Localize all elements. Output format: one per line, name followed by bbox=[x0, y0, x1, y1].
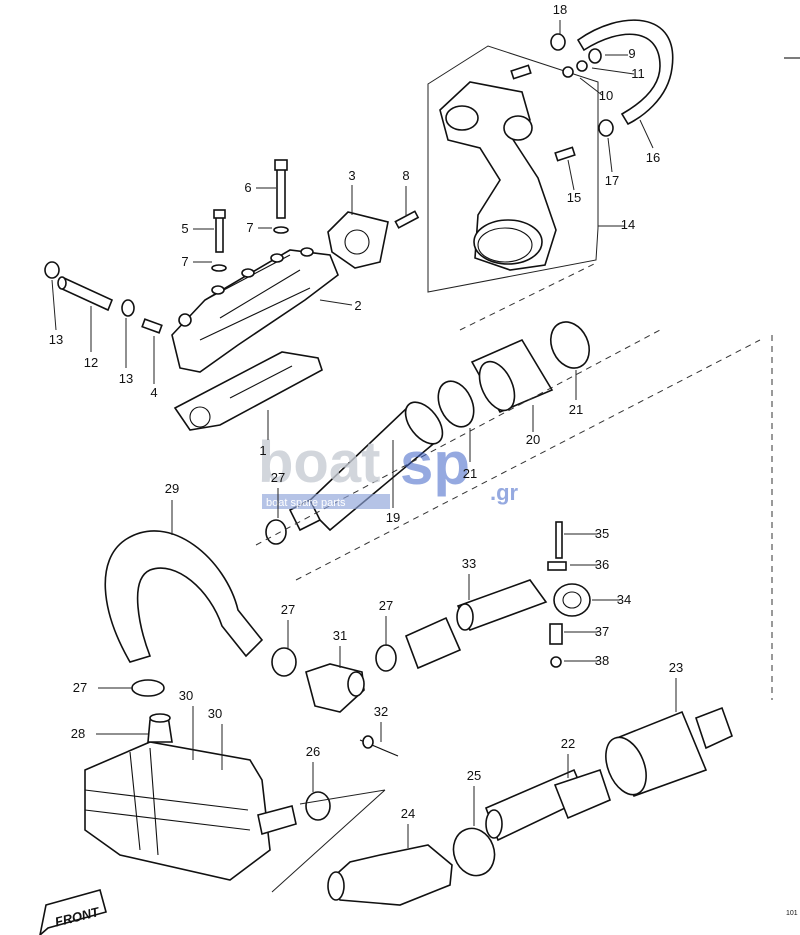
callout-label: 18 bbox=[553, 2, 567, 17]
water-hose-curved bbox=[576, 19, 674, 126]
callout-label: 30 bbox=[208, 706, 222, 721]
callout-label: 19 bbox=[386, 510, 400, 525]
callout-label: 33 bbox=[462, 556, 476, 571]
callout-label: 12 bbox=[84, 355, 98, 370]
callout-leader bbox=[607, 137, 613, 173]
callout-label: 13 bbox=[49, 332, 63, 347]
callout-label: 7 bbox=[181, 254, 188, 269]
callout-label: 37 bbox=[595, 624, 609, 639]
part-callouts: 1234567789101112131314151617181920212122… bbox=[49, 2, 683, 848]
callout-label: 27 bbox=[281, 602, 295, 617]
callout-leader bbox=[579, 77, 603, 96]
bolts bbox=[141, 159, 420, 334]
callout-label: 2 bbox=[354, 298, 361, 313]
watermark-tagline: boat spare parts bbox=[266, 497, 346, 509]
callout-leader bbox=[567, 159, 575, 191]
callout-label: 4 bbox=[150, 385, 157, 400]
callout-label: 8 bbox=[402, 168, 409, 183]
watermark-brand-light: boat bbox=[258, 430, 380, 495]
bolt-35-38 bbox=[547, 521, 567, 668]
callout-label: 29 bbox=[165, 481, 179, 496]
watermark: boat sp .gr boat spare parts bbox=[258, 430, 519, 509]
callout-label: 23 bbox=[669, 660, 683, 675]
mount-34 bbox=[553, 583, 591, 617]
callout-label: 27 bbox=[379, 598, 393, 613]
callout-label: 25 bbox=[467, 768, 481, 783]
callout-label: 32 bbox=[374, 704, 388, 719]
callout-leader bbox=[51, 279, 57, 331]
callout-label: 27 bbox=[73, 680, 87, 695]
callout-label: 38 bbox=[595, 653, 609, 668]
callout-label: 21 bbox=[569, 402, 583, 417]
muffler-28 bbox=[84, 713, 297, 881]
callout-label: 5 bbox=[181, 221, 188, 236]
callout-label: 30 bbox=[179, 688, 193, 703]
callout-label: 14 bbox=[621, 217, 635, 232]
hose-33 bbox=[404, 579, 548, 670]
exhaust-elbow bbox=[439, 81, 557, 271]
callout-label: 24 bbox=[401, 806, 415, 821]
callout-label: 3 bbox=[348, 168, 355, 183]
manifold-gasket bbox=[173, 351, 323, 431]
screen-22 bbox=[484, 768, 611, 842]
callout-label: 6 bbox=[244, 180, 251, 195]
clamp-27-upper bbox=[265, 519, 287, 545]
callout-label: 7 bbox=[246, 220, 253, 235]
callout-label: 15 bbox=[567, 190, 581, 205]
clamp-26 bbox=[305, 791, 331, 821]
flange-gasket bbox=[327, 211, 389, 269]
pipe-23 bbox=[605, 706, 733, 798]
callout-label: 21 bbox=[463, 466, 477, 481]
coupling-hose-20 bbox=[470, 338, 554, 414]
clamp-25 bbox=[452, 827, 496, 877]
callout-label: 10 bbox=[599, 88, 613, 103]
callout-leader bbox=[319, 299, 353, 306]
tailpipe-24 bbox=[327, 844, 453, 906]
callout-label: 1 bbox=[259, 443, 266, 458]
watermark-tld: .gr bbox=[490, 480, 519, 505]
callout-label: 26 bbox=[306, 744, 320, 759]
callout-label: 16 bbox=[646, 150, 660, 165]
clamps-21 bbox=[437, 321, 591, 428]
page-code: 101 bbox=[786, 910, 798, 917]
callout-label: 28 bbox=[71, 726, 85, 741]
callout-label: 20 bbox=[526, 432, 540, 447]
callout-label: 31 bbox=[333, 628, 347, 643]
watermark-brand-blue: sp bbox=[400, 430, 470, 497]
hose-clamp-left bbox=[44, 261, 135, 317]
pipe-31 bbox=[305, 663, 365, 713]
callout-leader bbox=[591, 67, 635, 75]
callout-label: 9 bbox=[628, 46, 635, 61]
callout-label: 13 bbox=[119, 371, 133, 386]
callout-leader bbox=[639, 119, 654, 149]
stud-32 bbox=[359, 735, 399, 757]
callout-label: 27 bbox=[271, 470, 285, 485]
front-arrow-icon: FRONT bbox=[39, 889, 107, 935]
callout-label: 35 bbox=[595, 526, 609, 541]
exhaust-manifold bbox=[171, 247, 339, 373]
callout-label: 34 bbox=[617, 592, 631, 607]
callout-label: 11 bbox=[631, 66, 645, 81]
callout-label: 36 bbox=[595, 557, 609, 572]
callout-label: 17 bbox=[605, 173, 619, 188]
exhaust-hose-29 bbox=[104, 530, 264, 663]
water-hose-short bbox=[57, 276, 114, 312]
callout-label: 22 bbox=[561, 736, 575, 751]
elbow-fittings bbox=[510, 33, 614, 162]
clamps-27-lower bbox=[131, 644, 397, 697]
